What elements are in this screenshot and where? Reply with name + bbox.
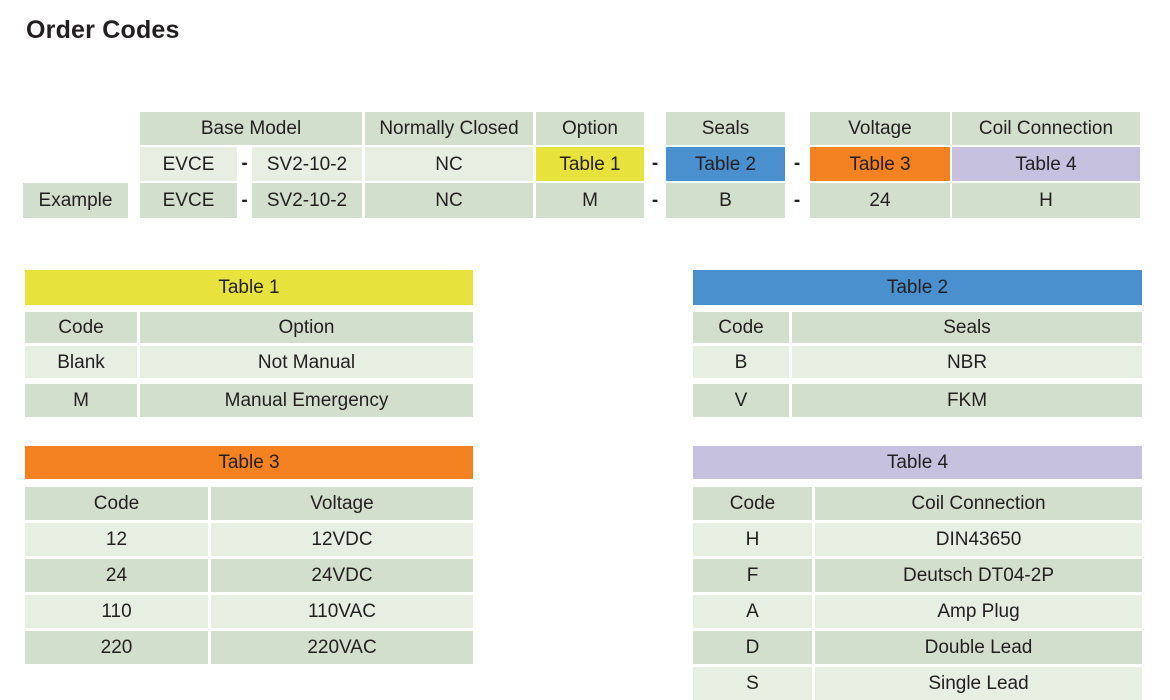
- table-4-row-4-code: S: [693, 667, 812, 700]
- matrix-code-separator-3: -: [793, 153, 801, 174]
- matrix-code-separator-2: -: [651, 153, 659, 174]
- table-4-col-header-value: Coil Connection: [815, 487, 1142, 520]
- page-title: Order Codes: [26, 16, 180, 44]
- table-1-row-0-code: Blank: [25, 346, 137, 378]
- matrix-example-separator-3: -: [793, 189, 801, 211]
- order-code-matrix: Base Model Normally Closed Option Seals …: [0, 0, 1170, 230]
- table-3-col-header-code: Code: [25, 487, 208, 520]
- table-1-row-0-value: Not Manual: [140, 346, 473, 378]
- table-3-row-3-value: 220VAC: [211, 631, 473, 664]
- matrix-header-coil-connection: Coil Connection: [952, 112, 1140, 145]
- table-4-row-3-value: Double Lead: [815, 631, 1142, 664]
- table-3-row-2-code: 110: [25, 595, 208, 628]
- table-2-col-header-value: Seals: [792, 312, 1142, 343]
- table-4-row-3-code: D: [693, 631, 812, 664]
- matrix-example-normally-closed: NC: [365, 183, 533, 218]
- matrix-code-option[interactable]: Table 1: [536, 147, 644, 181]
- matrix-example-seals: B: [666, 183, 785, 218]
- matrix-example-option: M: [536, 183, 644, 218]
- table-2-col-header-code: Code: [693, 312, 789, 343]
- table-4-title: Table 4: [693, 446, 1142, 479]
- matrix-example-separator-1: -: [241, 189, 248, 211]
- table-4-row-1-value: Deutsch DT04-2P: [815, 559, 1142, 592]
- table-4-row-0-code: H: [693, 523, 812, 556]
- matrix-header-base-model: Base Model: [140, 112, 362, 145]
- matrix-example-label: Example: [23, 183, 128, 218]
- matrix-code-normally-closed: NC: [365, 147, 533, 181]
- table-3-row-3-code: 220: [25, 631, 208, 664]
- matrix-header-normally-closed: Normally Closed: [365, 112, 533, 145]
- matrix-example-separator-2: -: [651, 189, 659, 211]
- table-3-row-1-code: 24: [25, 559, 208, 592]
- table-3-row-2-value: 110VAC: [211, 595, 473, 628]
- table-1-col-header-code: Code: [25, 312, 137, 343]
- table-4-row-2-value: Amp Plug: [815, 595, 1142, 628]
- matrix-code-separator-1: -: [241, 153, 248, 174]
- table-4-row-1-code: F: [693, 559, 812, 592]
- table-2-row-1-code: V: [693, 384, 789, 417]
- table-3-col-header-value: Voltage: [211, 487, 473, 520]
- table-4-row-2-code: A: [693, 595, 812, 628]
- table-2-row-0-value: NBR: [792, 346, 1142, 378]
- matrix-code-coil-connection[interactable]: Table 4: [952, 147, 1140, 181]
- table-4-row-4-value: Single Lead: [815, 667, 1142, 700]
- table-3-row-1-value: 24VDC: [211, 559, 473, 592]
- matrix-example-base-model-prefix: EVCE: [140, 183, 237, 218]
- matrix-example-voltage: 24: [810, 183, 950, 218]
- table-1-title: Table 1: [25, 270, 473, 305]
- matrix-code-base-model-prefix: EVCE: [140, 147, 237, 181]
- table-1-row-1-value: Manual Emergency: [140, 384, 473, 417]
- matrix-code-voltage[interactable]: Table 3: [810, 147, 950, 181]
- table-2-row-0-code: B: [693, 346, 789, 378]
- table-2-title: Table 2: [693, 270, 1142, 305]
- table-3-title: Table 3: [25, 446, 473, 479]
- matrix-code-seals[interactable]: Table 2: [666, 147, 785, 181]
- matrix-example-base-model-suffix: SV2-10-2: [252, 183, 362, 218]
- table-2-row-1-value: FKM: [792, 384, 1142, 417]
- table-3-row-0-code: 12: [25, 523, 208, 556]
- table-4-row-0-value: DIN43650: [815, 523, 1142, 556]
- matrix-header-option: Option: [536, 112, 644, 145]
- table-3-row-0-value: 12VDC: [211, 523, 473, 556]
- table-1-col-header-value: Option: [140, 312, 473, 343]
- matrix-header-voltage: Voltage: [810, 112, 950, 145]
- matrix-example-coil-connection: H: [952, 183, 1140, 218]
- table-4-col-header-code: Code: [693, 487, 812, 520]
- matrix-header-seals: Seals: [666, 112, 785, 145]
- matrix-code-base-model-suffix: SV2-10-2: [252, 147, 362, 181]
- table-1-row-1-code: M: [25, 384, 137, 417]
